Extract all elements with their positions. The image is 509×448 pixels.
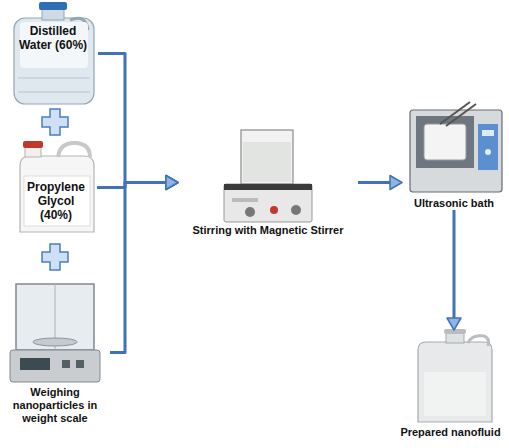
magnetic-stirrer-illustration-part [245,207,255,217]
nanofluid-jug-illustration-part [418,342,492,422]
weighing-scale-illustration-part [16,284,94,350]
water-bottle-illustration-part [18,91,90,93]
water-bottle-illustration-part [14,18,94,104]
caption-text: Weighing nanoparticles in weight scale [0,385,110,425]
weighing-scale-node: Weighing nanoparticles in weight scale [0,280,110,425]
ultrasonic-bath-illustration-part [485,149,491,155]
image-area [178,128,358,223]
arrow-head [166,176,178,190]
glycol-jug-illustration-part [20,156,94,232]
glycol-jug-illustration-part [58,143,90,157]
flow-arrow [98,54,178,190]
water-bottle-illustration [14,2,94,104]
image-area [395,330,506,425]
arrow-line [110,183,166,353]
magnetic-stirrer-illustration-part [224,184,312,222]
magnetic-stirrer-illustration-part [232,198,258,202]
arrow-head [447,318,461,330]
nanofluid-node: Prepared nanofluid [395,330,506,439]
magnetic-stirrer-illustration-part [270,206,278,214]
ultrasonic-bath-illustration-part [482,130,494,136]
arrow-head [390,176,402,190]
plus-symbol [42,109,68,135]
ultrasonic-bath-illustration-part [410,110,502,192]
magnetic-stirrer-illustration [224,130,312,222]
glycol-jug-illustration [20,141,94,232]
weighing-scale-illustration-part [20,358,50,370]
ultrasonic-bath-illustration [410,102,502,192]
ultrasonic-bath-illustration-part [424,124,466,160]
flow-arrow [358,176,402,190]
caption-text: Ultrasonic bath [411,196,497,210]
arrow-line [453,210,456,318]
nanofluid-jug-illustration-part [424,372,486,416]
arrow-line [358,181,390,184]
nanofluid-jug-illustration [418,329,492,422]
ultrasonic-bath-illustration-part [478,124,498,170]
ultrasonic-bath-node: Ultrasonic bath [402,100,506,210]
magnetic-stirrer-illustration-part [224,184,312,190]
ultrasonic-bath-illustration-part [440,102,470,124]
glycol-jug-illustration-part [23,141,43,148]
nanofluid-jug-illustration-part [446,333,464,343]
caption-text: Prepared nanofluid [397,425,503,439]
label-text: Distilled Water (60%) [17,24,89,52]
water-bottle-illustration-part [18,77,90,79]
ultrasonic-bath-illustration-part [416,116,474,168]
weighing-scale-illustration [10,284,100,382]
image-area [0,280,110,385]
magnetic-stirrer-illustration-part [243,142,291,182]
magnetic-stirrer-illustration-part [291,205,301,215]
weighing-scale-illustration-part [10,350,100,382]
flow-arrow [110,176,178,353]
flow-arrow [447,210,461,330]
magnetic-stirrer-illustration-part [241,130,293,184]
arrow-head [166,176,178,190]
water-bottle-illustration-part [39,2,67,10]
glycol-jug-node: Propylene Glycol (40%) [15,140,97,235]
image-area [402,100,506,196]
arrow-head [166,176,178,190]
arrow-line [98,54,166,183]
ultrasonic-bath-illustration-part [446,104,476,126]
magnetic-stirrer-node: Stirring with Magnetic Stirrer [178,128,358,237]
caption-text: Stirring with Magnetic Stirrer [190,223,347,237]
plus-symbol [42,244,68,270]
water-bottle-node: Distilled Water (60%) [8,2,98,105]
glycol-jug-illustration-part [25,147,41,157]
weighing-scale-illustration-part [76,360,84,368]
weighing-scale-illustration-part [62,360,70,368]
glycol-jug-illustration-part [24,176,90,226]
nanofluid-jug-illustration-part [468,336,489,346]
label-text: Propylene Glycol (40%) [23,180,89,222]
weighing-scale-illustration-part [33,338,77,346]
